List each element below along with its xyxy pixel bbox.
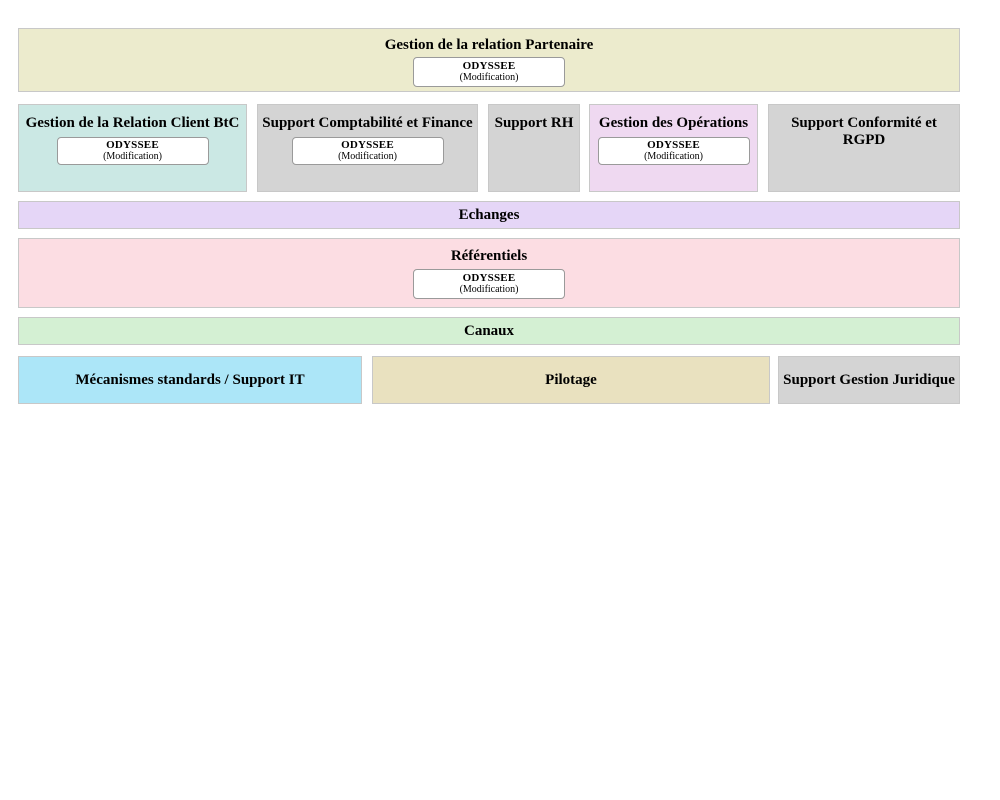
capability-support-comptabilite-finance[interactable]: Support Comptabilité et Finance ODYSSEE …: [257, 104, 478, 192]
application-state: (Modification): [459, 283, 519, 295]
capability-title: Mécanismes standards / Support IT: [75, 371, 305, 388]
capability-echanges[interactable]: Echanges: [18, 201, 960, 229]
application-chip-odyssee[interactable]: ODYSSEE (Modification): [56, 137, 209, 165]
capability-referentiels[interactable]: Référentiels ODYSSEE (Modification): [18, 238, 960, 308]
capability-title: Support Comptabilité et Finance: [262, 115, 473, 131]
application-name: ODYSSEE: [647, 138, 700, 151]
application-chip-odyssee[interactable]: ODYSSEE (Modification): [291, 137, 444, 165]
application-chip-odyssee[interactable]: ODYSSEE (Modification): [597, 137, 750, 165]
application-state: (Modification): [338, 150, 397, 162]
capability-gestion-relation-client-btc[interactable]: Gestion de la Relation Client BtC ODYSSE…: [18, 104, 247, 192]
capability-title: Gestion de la relation Partenaire: [384, 37, 594, 53]
application-chip-odyssee[interactable]: ODYSSEE (Modification): [413, 57, 565, 87]
capability-support-conformite-rgpd[interactable]: Support Conformité et RGPD: [768, 104, 960, 192]
application-name: ODYSSEE: [106, 138, 159, 151]
capability-support-rh[interactable]: Support RH: [488, 104, 580, 192]
capability-gestion-relation-partenaire[interactable]: Gestion de la relation Partenaire ODYSSE…: [18, 28, 960, 92]
application-name: ODYSSEE: [462, 271, 516, 284]
capability-title: Support Conformité et RGPD: [791, 115, 937, 148]
capability-canaux[interactable]: Canaux: [18, 317, 960, 345]
application-state: (Modification): [459, 71, 519, 83]
capability-pilotage[interactable]: Pilotage: [372, 356, 770, 404]
capability-title: Support Gestion Juridique: [783, 371, 955, 388]
capability-mecanismes-standards-support-it[interactable]: Mécanismes standards / Support IT: [18, 356, 362, 404]
capability-title: Support RH: [494, 115, 574, 131]
application-state: (Modification): [644, 150, 703, 162]
capability-support-gestion-juridique[interactable]: Support Gestion Juridique: [778, 356, 960, 404]
capability-title: Echanges: [458, 206, 520, 223]
capability-title: Gestion de la Relation Client BtC: [25, 115, 240, 131]
capability-title: Gestion des Opérations: [598, 115, 749, 131]
application-name: ODYSSEE: [462, 59, 516, 72]
application-name: ODYSSEE: [341, 138, 394, 151]
capability-gestion-des-operations[interactable]: Gestion des Opérations ODYSSEE (Modifica…: [589, 104, 758, 192]
application-state: (Modification): [103, 150, 162, 162]
application-chip-odyssee[interactable]: ODYSSEE (Modification): [413, 269, 565, 299]
capability-title: Canaux: [463, 322, 515, 339]
capability-title: Référentiels: [450, 248, 528, 264]
capability-title: Pilotage: [545, 371, 597, 388]
